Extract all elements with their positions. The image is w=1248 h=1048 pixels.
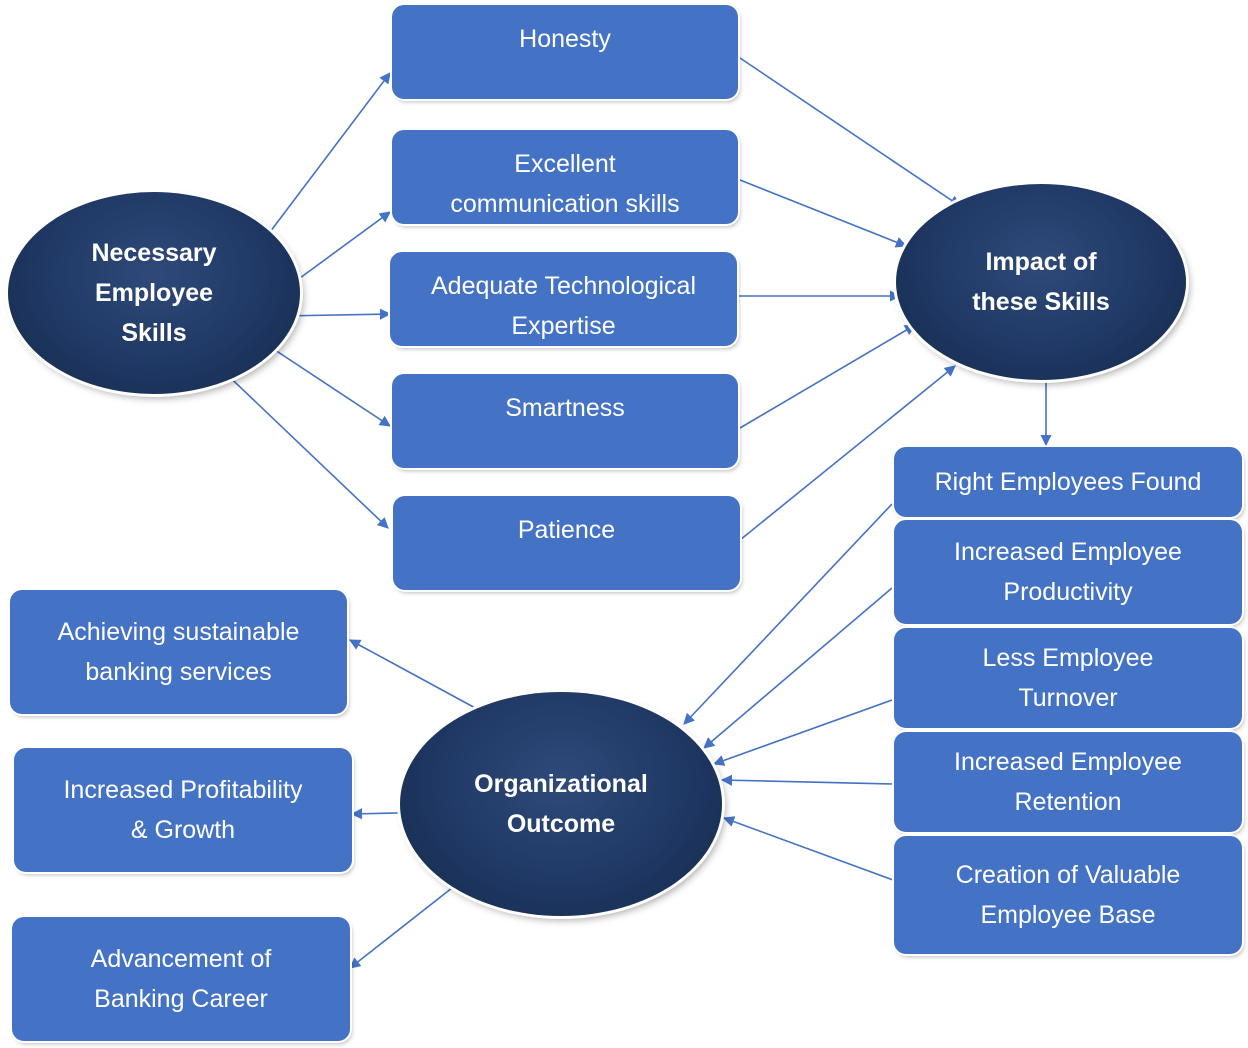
arrow-right-employees-to-outcome — [683, 503, 893, 725]
arrow-skills-to-honesty — [269, 72, 391, 233]
arrow-valuable-base-to-outcome — [722, 816, 894, 881]
necessary-skills-ellipse: Necessary Employee Skills — [8, 192, 300, 394]
banking-career-label-line1: Advancement of — [90, 945, 272, 973]
honesty-label: Honesty — [519, 25, 611, 53]
retention-label-line1: Increased Employee — [954, 748, 1182, 776]
arrow-outcome-to-sustainable — [349, 639, 491, 717]
communication-box: Excellent communication skills — [392, 130, 738, 224]
necessary-skills-label-line2: Employee — [94, 279, 214, 307]
necessary-skills-label-line3: Skills — [121, 319, 187, 347]
banking-career-label-line2: Banking Career — [94, 985, 268, 1013]
turnover-box: Less Employee Turnover — [894, 628, 1242, 728]
arrow-communication-to-impact — [739, 179, 908, 248]
necessary-skills-label-line1: Necessary — [91, 239, 217, 267]
outcome-label-line2: Outcome — [506, 810, 616, 838]
valuable-base-label-line2: Employee Base — [980, 901, 1156, 929]
tech-expertise-label-line2: Expertise — [511, 312, 616, 340]
honesty-box: Honesty — [392, 5, 738, 99]
arrow-honesty-to-impact — [739, 57, 961, 207]
turnover-label-line2: Turnover — [1018, 684, 1118, 712]
turnover-label-line1: Less Employee — [982, 644, 1154, 672]
tech-expertise-box: Adequate Technological Expertise — [390, 252, 737, 346]
profitability-label-line1: Increased Profitability — [63, 776, 303, 804]
arrow-skills-to-communication — [299, 211, 391, 279]
communication-label-line1: Excellent — [514, 150, 616, 178]
arrow-productivity-to-outcome — [703, 587, 893, 749]
patience-label: Patience — [517, 516, 616, 544]
arrow-retention-to-outcome — [720, 774, 895, 786]
communication-label-line2: communication skills — [450, 190, 680, 218]
tech-expertise-label-line1: Adequate Technological — [430, 272, 697, 300]
patience-box: Patience — [393, 496, 740, 590]
arrow-skills-to-smartness — [271, 347, 391, 427]
right-employees-box: Right Employees Found — [894, 447, 1242, 517]
impact-label-line2: these Skills — [972, 288, 1110, 316]
arrow-skills-to-tech — [279, 308, 392, 320]
sustainable-banking-box: Achieving sustainable banking services — [10, 590, 347, 714]
banking-career-box: Advancement of Banking Career — [12, 917, 350, 1041]
right-employees-label: Right Employees Found — [934, 468, 1202, 496]
arrow-smartness-to-impact — [739, 324, 916, 429]
retention-box: Increased Employee Retention — [894, 732, 1242, 832]
sustainable-banking-label-line1: Achieving sustainable — [57, 618, 300, 646]
valuable-base-label-line1: Creation of Valuable — [955, 861, 1181, 889]
impact-of-skills-ellipse: Impact of these Skills — [896, 184, 1186, 380]
arrow-skills-to-patience — [217, 365, 389, 529]
sustainable-banking-label-line2: banking services — [85, 658, 272, 686]
smartness-box: Smartness — [392, 374, 738, 468]
smartness-label: Smartness — [505, 394, 625, 422]
retention-label-line2: Retention — [1014, 788, 1122, 816]
valuable-base-box: Creation of Valuable Employee Base — [894, 836, 1242, 954]
arrow-patience-to-impact — [739, 365, 956, 541]
profitability-label-line2: & Growth — [130, 816, 236, 844]
profitability-box: Increased Profitability & Growth — [14, 748, 352, 872]
arrow-turnover-to-outcome — [712, 699, 893, 766]
impact-label-line1: Impact of — [985, 248, 1097, 276]
organizational-outcome-ellipse: Organizational Outcome — [400, 692, 722, 916]
productivity-label-line1: Increased Employee — [954, 538, 1182, 566]
productivity-label-line2: Productivity — [1003, 578, 1133, 606]
outcome-label-line1: Organizational — [474, 770, 648, 798]
productivity-box: Increased Employee Productivity — [894, 520, 1242, 624]
